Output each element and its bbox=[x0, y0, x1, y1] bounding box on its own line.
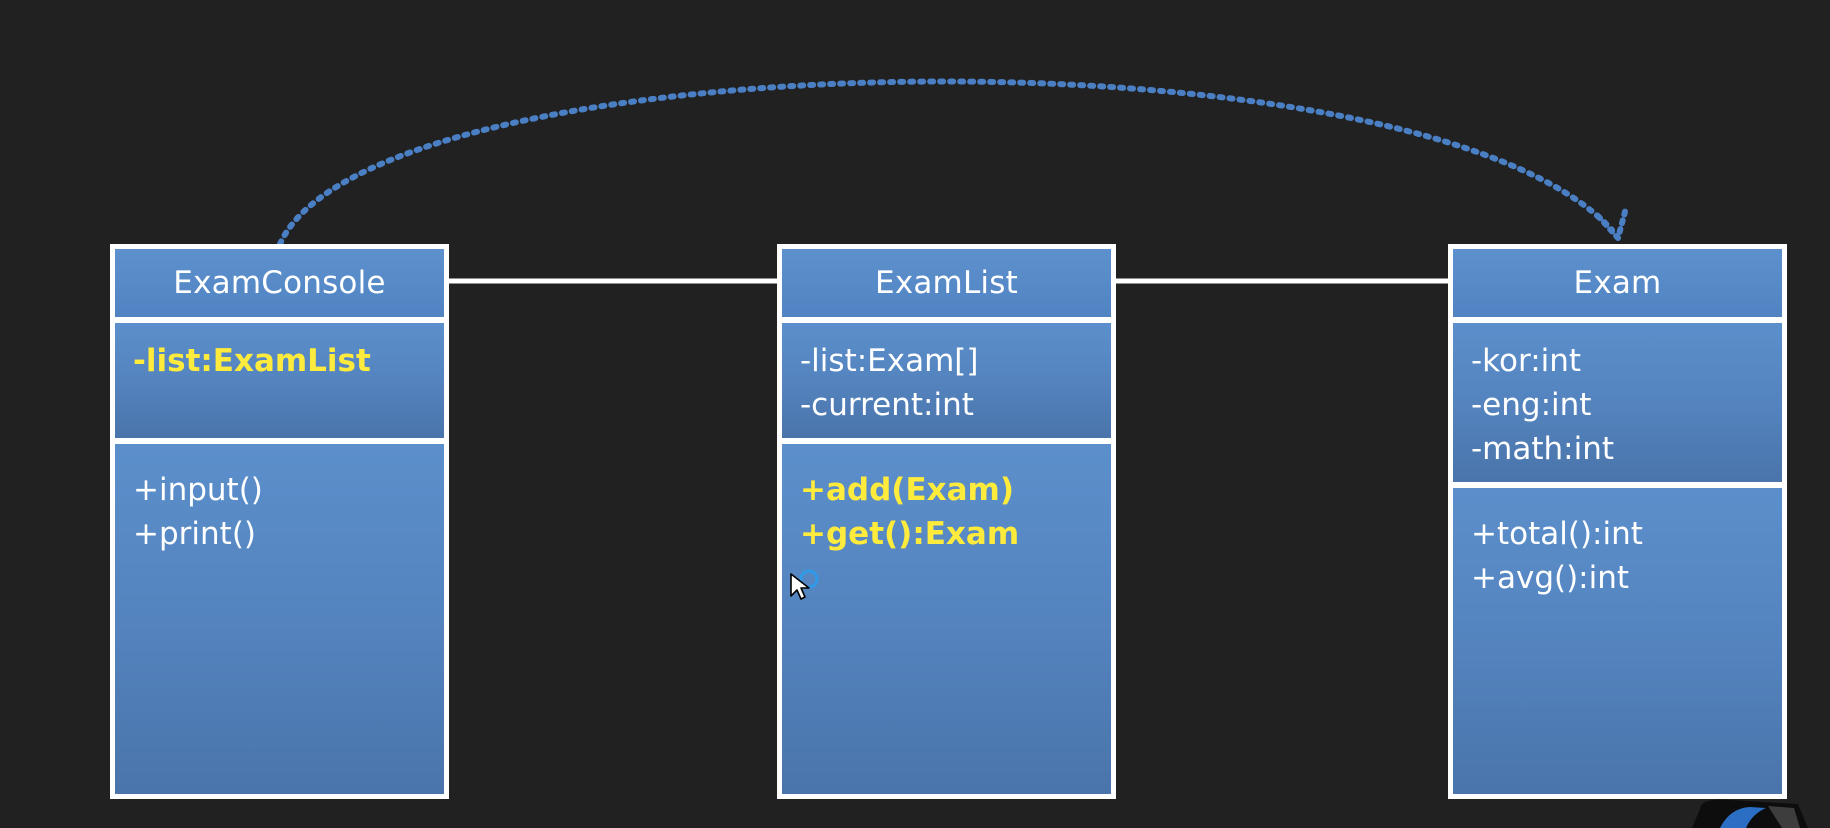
dependency-arrowhead bbox=[1595, 205, 1629, 241]
class-name-box: Exam bbox=[1453, 249, 1782, 317]
attribute: -eng:int bbox=[1471, 387, 1592, 423]
attribute: -list:ExamList bbox=[133, 343, 371, 379]
operations-compartment: +total():int +avg():int bbox=[1453, 488, 1782, 794]
operation: +get():Exam bbox=[800, 516, 1020, 552]
class-name: ExamList bbox=[875, 265, 1018, 301]
attributes-compartment: -list:Exam[] -current:int bbox=[782, 323, 1111, 438]
operation: +avg():int bbox=[1471, 560, 1630, 596]
class-name: Exam bbox=[1573, 265, 1662, 301]
operation: +add(Exam) bbox=[800, 472, 1015, 508]
attribute: -current:int bbox=[800, 387, 974, 423]
operations-compartment: +add(Exam) +get():Exam bbox=[782, 444, 1111, 794]
class-name: ExamConsole bbox=[173, 265, 386, 301]
class-name-box: ExamList bbox=[782, 249, 1111, 317]
attributes-compartment: -list:ExamList bbox=[115, 323, 444, 438]
class-name-box: ExamConsole bbox=[115, 249, 444, 317]
mouse-cursor-icon bbox=[790, 569, 819, 600]
class-exam[interactable]: Exam -kor:int -eng:int -math:int +total(… bbox=[1448, 244, 1787, 799]
class-examlist[interactable]: ExamList -list:Exam[] -current:int +add(… bbox=[777, 244, 1116, 799]
operation: +input() bbox=[133, 472, 263, 508]
attribute: -kor:int bbox=[1471, 343, 1582, 379]
class-examconsole[interactable]: ExamConsole -list:ExamList +input() +pri… bbox=[110, 244, 449, 799]
operation: +total():int bbox=[1471, 516, 1643, 552]
operation: +print() bbox=[133, 516, 257, 552]
logo-icon bbox=[1692, 799, 1808, 828]
attribute: -math:int bbox=[1471, 431, 1615, 467]
attribute: -list:Exam[] bbox=[800, 343, 979, 379]
operations-compartment: +input() +print() bbox=[115, 444, 444, 794]
attributes-compartment: -kor:int -eng:int -math:int bbox=[1453, 323, 1782, 482]
dependency-arc-examconsole-exam bbox=[277, 78, 1615, 247]
